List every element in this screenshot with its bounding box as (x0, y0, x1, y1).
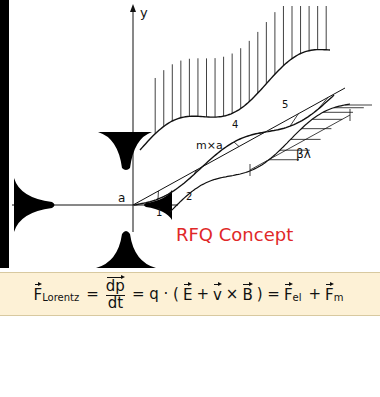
cell-tick (290, 114, 298, 126)
vane-hatch-line (309, 6, 310, 51)
cell-number: 5 (282, 100, 288, 110)
cell-tick (158, 191, 159, 199)
modulation-label: m×a (196, 140, 223, 151)
vane-hatch-line (345, 105, 372, 106)
cell-number: 4 (232, 120, 238, 130)
formula-symbol: dt (108, 296, 123, 312)
vane-hatch-line (266, 22, 267, 84)
vane-hatch-line (274, 12, 275, 74)
beam-axis (133, 88, 345, 205)
formula-subscript: el (293, 292, 302, 303)
vane-hatch-line (206, 58, 207, 117)
period-dimension-line (250, 115, 350, 170)
formula-symbol: B (242, 283, 252, 304)
left-electrode (14, 178, 55, 232)
vane-hatch-line (155, 78, 156, 134)
dimension-tick (350, 109, 351, 121)
vane-hatch-line (312, 119, 342, 120)
cell-tick (194, 170, 197, 175)
vane-hatch-line (323, 112, 353, 113)
formula-operator: × (226, 285, 239, 303)
upper-electrode (98, 132, 152, 170)
cell-tick (234, 142, 239, 147)
cell-tick (258, 132, 264, 134)
vane-hatch-line (292, 6, 293, 59)
vane-hatch-line (172, 64, 173, 121)
side-vane-profile (170, 104, 350, 212)
formula-symbol: F (284, 283, 293, 304)
formula-symbol: F (325, 283, 334, 304)
vane-hatch-line (334, 107, 364, 108)
axis-arrowhead (130, 4, 136, 12)
vane-profiles (133, 6, 372, 212)
formula-operator: = q · ( (132, 285, 179, 303)
vane-hatch-line (189, 59, 190, 117)
formula-symbol: dp (106, 276, 125, 295)
formula-symbol: F (34, 283, 43, 304)
formula-operator: = (86, 285, 99, 303)
dark-edge-panel (0, 0, 9, 268)
aperture-label: a (118, 192, 125, 204)
vane-hatch-line (283, 6, 284, 66)
cell-number: 1 (156, 208, 162, 218)
vane-hatch-line (317, 6, 318, 50)
vane-hatch-line (301, 128, 331, 129)
vane-hatch-line (300, 6, 301, 54)
vane-hatch-line (197, 58, 198, 116)
formula-band: FLorentz=dpdt= q · (E+v×B) =Fel+Fm (0, 272, 380, 316)
vane-hatch-line (223, 57, 224, 116)
dimension-tick (250, 164, 251, 176)
vane-hatch-line (232, 54, 233, 114)
period-label: βλ (296, 148, 311, 160)
vane-hatch-line (180, 61, 181, 118)
formula-operator: ) = (257, 285, 280, 303)
upper-vane-profile (140, 50, 330, 150)
cell-tick (318, 97, 328, 109)
vane-hatch-line (269, 159, 299, 160)
vane-hatch-line (249, 41, 250, 102)
formula-symbol: v (213, 283, 222, 304)
formula-operator: + (309, 285, 322, 303)
formula-operator: + (196, 285, 209, 303)
y-axis (133, 8, 134, 232)
vane-hatch-line (215, 58, 216, 117)
vane-hatch-line (326, 6, 327, 50)
fraction: dpdt (106, 276, 125, 312)
formula-subscript: Lorentz (42, 292, 79, 303)
title-caption: RFQ Concept (176, 226, 293, 244)
axis-label: y (140, 6, 148, 19)
vane-hatch-line (163, 70, 164, 126)
lower-electrode (96, 231, 156, 268)
cell-number: 2 (186, 192, 192, 202)
formula-subscript: m (334, 292, 344, 303)
vane-hatch-line (240, 48, 241, 108)
vane-hatch-line (257, 32, 258, 93)
formula-symbol: E (183, 283, 192, 304)
